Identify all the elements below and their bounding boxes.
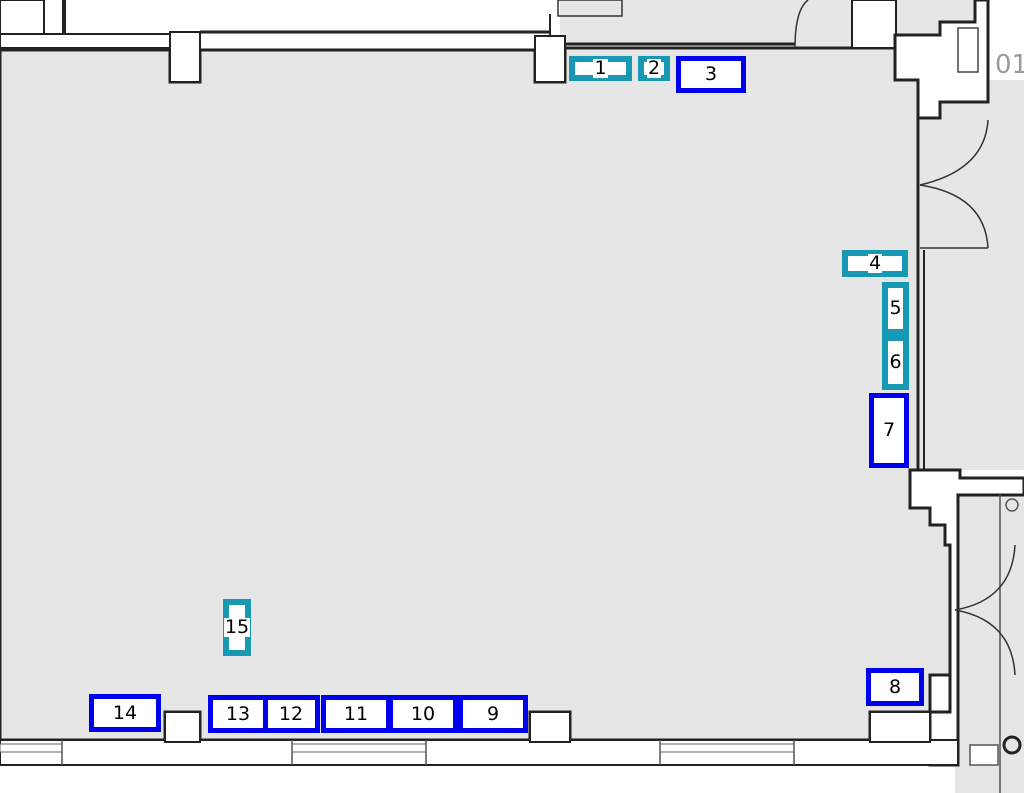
bottom-right-fixture <box>969 744 999 766</box>
top-door-arc <box>794 0 809 49</box>
marker-label: 4 <box>867 252 883 274</box>
bottom-column-mid <box>529 711 571 743</box>
top-door-frame <box>557 0 623 17</box>
right-door-arc-top <box>919 119 989 186</box>
window-2 <box>291 743 427 753</box>
marker-label: 13 <box>224 702 252 725</box>
marker-label: 5 <box>888 297 903 319</box>
map-marker-11[interactable]: 11 <box>321 695 391 733</box>
map-marker-1[interactable]: 1 <box>569 56 632 81</box>
room-number-label: 01 <box>995 50 1024 80</box>
marker-label: 1 <box>593 57 608 79</box>
top-right-valve <box>1005 498 1019 512</box>
marker-label: 7 <box>881 419 897 441</box>
map-marker-2[interactable]: 2 <box>638 56 670 81</box>
marker-label: 3 <box>703 63 719 85</box>
map-marker-13[interactable]: 13 <box>208 695 268 733</box>
marker-label: 10 <box>409 702 437 725</box>
bottom-column-right <box>869 711 931 743</box>
map-marker-7[interactable]: 7 <box>869 393 909 468</box>
right-door-arc-bottom <box>919 184 989 249</box>
bottom-right-valve <box>1002 735 1022 755</box>
map-marker-5[interactable]: 5 <box>882 282 909 335</box>
window-1 <box>0 743 63 753</box>
bottom-right-door-arc-top <box>954 544 1016 611</box>
map-marker-8[interactable]: 8 <box>866 668 924 706</box>
map-marker-12[interactable]: 12 <box>262 695 320 733</box>
bottom-right-door-arc-bottom <box>954 609 1016 676</box>
marker-label: 6 <box>888 351 903 373</box>
bottom-wall-band <box>0 739 959 766</box>
top-wall <box>0 33 173 49</box>
marker-label: 2 <box>646 57 662 79</box>
map-marker-6[interactable]: 6 <box>882 335 909 390</box>
corner-column-inner <box>957 27 979 73</box>
top-left-stub <box>0 0 45 35</box>
map-marker-9[interactable]: 9 <box>458 695 528 733</box>
top-left-stub-2 <box>62 0 66 34</box>
top-right-wall <box>851 0 897 49</box>
marker-label: 11 <box>342 702 370 725</box>
marker-label: 9 <box>485 702 501 725</box>
corridor-bottom-right <box>955 495 1024 793</box>
column-top-left <box>169 31 201 83</box>
column-top-mid <box>534 35 566 83</box>
map-marker-14[interactable]: 14 <box>89 694 161 732</box>
bottom-column-left <box>164 711 201 743</box>
marker-label: 15 <box>223 616 251 638</box>
corridor-right <box>920 80 1024 470</box>
map-marker-4[interactable]: 4 <box>842 250 908 277</box>
map-marker-15[interactable]: 15 <box>223 599 251 656</box>
marker-label: 12 <box>277 702 305 725</box>
map-marker-10[interactable]: 10 <box>388 695 458 733</box>
marker-label: 14 <box>111 701 139 724</box>
marker-label: 8 <box>887 675 903 698</box>
map-marker-3[interactable]: 3 <box>676 56 746 93</box>
window-3 <box>659 743 795 753</box>
room-floor <box>0 46 952 742</box>
